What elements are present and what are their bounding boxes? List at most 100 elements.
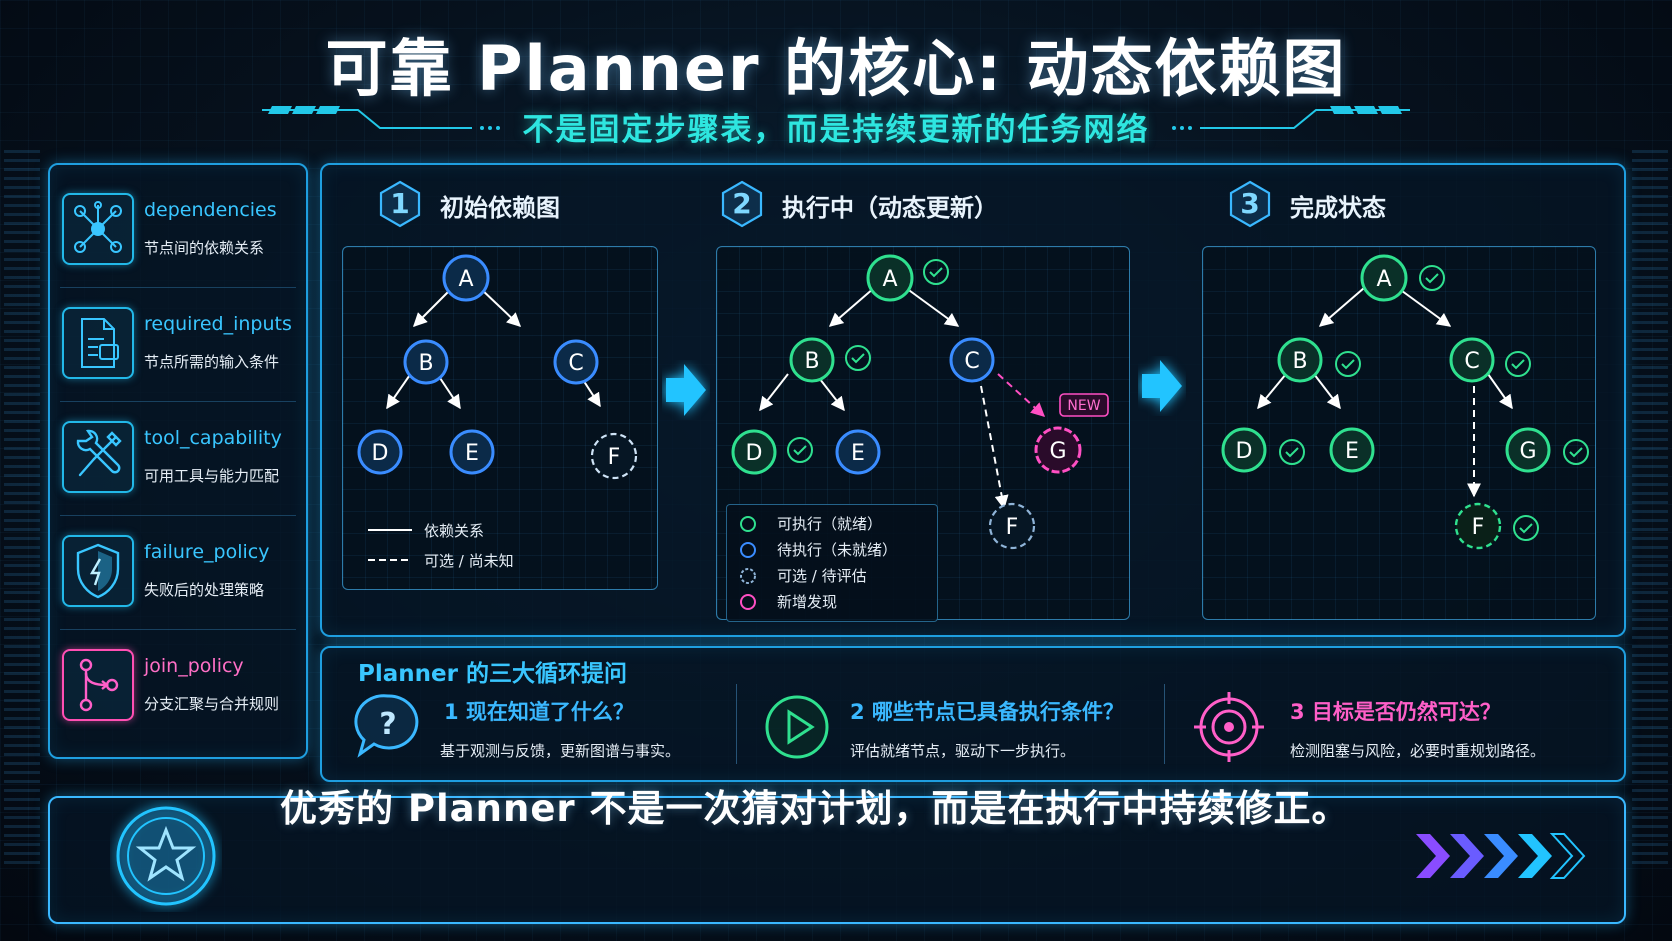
check-icon xyxy=(1513,515,1539,541)
sidebar-item-dependencies: dependencies 节点间的依赖关系 xyxy=(50,169,290,279)
svg-text:A: A xyxy=(458,267,473,292)
graph-node: A xyxy=(1360,254,1408,302)
target-icon xyxy=(1194,692,1264,762)
legend-dashed-label: 可选 / 尚未知 xyxy=(424,552,514,570)
graph-node: D xyxy=(731,429,777,475)
svg-text:NEW: NEW xyxy=(1067,398,1100,414)
graph-node: C xyxy=(1449,337,1495,383)
graph-node: A xyxy=(442,254,490,302)
step-2-number: 2 xyxy=(732,187,752,220)
svg-text:D: D xyxy=(746,441,763,466)
step-1-number: 1 xyxy=(390,187,410,220)
svg-text:A: A xyxy=(882,267,897,292)
svg-text:D: D xyxy=(1236,439,1253,464)
divider xyxy=(60,629,296,630)
sidebar-item-desc: 分支汇聚与合并规则 xyxy=(144,695,280,713)
arrow-right-icon xyxy=(1142,360,1182,412)
document-input-icon xyxy=(62,307,134,379)
svg-text:F: F xyxy=(608,445,621,470)
graph-node: F xyxy=(988,502,1036,550)
sidebar-item-key: join_policy xyxy=(144,655,244,677)
sidebar-item-key: failure_policy xyxy=(144,541,270,563)
graph-node: A xyxy=(866,254,914,302)
svg-text:E: E xyxy=(465,441,479,466)
right-decoration xyxy=(1632,150,1668,870)
graph-node: E xyxy=(835,429,881,475)
graph-3: A B C D E G F xyxy=(1221,254,1589,550)
graph-node: D xyxy=(1221,427,1267,473)
sidebar-item-required-inputs: required_inputs 节点所需的输入条件 xyxy=(50,283,292,393)
check-icon xyxy=(1563,439,1589,465)
svg-text:A: A xyxy=(1376,267,1391,292)
questions-title: Planner 的三大循环提问 xyxy=(358,661,627,687)
svg-text:C: C xyxy=(964,349,979,374)
sidebar-item-tool-capability: tool_capability 可用工具与能力匹配 xyxy=(50,397,290,507)
divider xyxy=(60,401,296,402)
check-icon xyxy=(1505,351,1531,377)
svg-text:D: D xyxy=(372,441,389,466)
footer-text: 优秀的 Planner 不是一次猜对计划，而是在执行中持续修正。 xyxy=(280,787,1350,830)
graph-node: E xyxy=(1329,427,1375,473)
star-badge-icon xyxy=(116,806,216,906)
graph-2: A B C D E G F NEW xyxy=(731,254,1109,550)
svg-text:C: C xyxy=(568,351,583,376)
check-icon xyxy=(1279,439,1305,465)
footer-banner xyxy=(48,796,1626,924)
sidebar-item-desc: 失败后的处理策略 xyxy=(144,581,265,599)
legend-solid-label: 依赖关系 xyxy=(424,522,484,540)
question-1-desc: 基于观测与反馈，更新图谱与事实。 xyxy=(440,742,681,760)
check-icon xyxy=(845,345,871,371)
sidebar-panel: dependencies 节点间的依赖关系 required_inputs 节点… xyxy=(48,163,308,759)
graph-node: C xyxy=(553,339,599,385)
network-nodes-icon xyxy=(62,193,134,265)
legend-markers xyxy=(740,516,756,610)
wrench-screwdriver-icon xyxy=(62,421,134,493)
graph-node: G xyxy=(1505,427,1551,473)
svg-text:G: G xyxy=(1049,439,1066,464)
svg-text:E: E xyxy=(851,441,865,466)
check-icon xyxy=(923,259,949,285)
step-3-hexagon xyxy=(1229,180,1271,228)
graph-node: F xyxy=(590,432,638,480)
sidebar-item-desc: 可用工具与能力匹配 xyxy=(144,467,280,485)
question-bubble-icon: ? xyxy=(354,694,419,758)
sidebar-item-desc: 节点所需的输入条件 xyxy=(144,353,280,371)
graph-1: A B C D E F 依赖关系 可选 / 尚未知 xyxy=(357,254,638,570)
questions-panel xyxy=(320,646,1626,782)
svg-text:G: G xyxy=(1519,439,1536,464)
legend-label: 待执行（未就绪） xyxy=(777,541,898,559)
divider xyxy=(60,287,296,288)
question-3-desc: 检测阻塞与风险，必要时重规划路径。 xyxy=(1290,742,1546,760)
new-badge: NEW xyxy=(1059,393,1109,417)
graph-node: B xyxy=(1277,337,1323,383)
svg-text:F: F xyxy=(1006,515,1019,540)
check-icon xyxy=(1335,351,1361,377)
svg-text:B: B xyxy=(1292,349,1307,374)
legend-label: 可执行（就绪） xyxy=(777,515,883,533)
play-icon xyxy=(765,695,829,759)
svg-text:B: B xyxy=(804,349,819,374)
step-3-number: 3 xyxy=(1240,187,1260,220)
graph-node: B xyxy=(789,337,835,383)
step-1-label: 初始依赖图 xyxy=(440,194,560,222)
legend-label: 新增发现 xyxy=(777,593,838,611)
graph-node: F xyxy=(1454,502,1502,550)
question-2-head: 2 哪些节点已具备执行条件？ xyxy=(850,700,1124,724)
page-subtitle: 不是固定步骤表，而是持续更新的任务网络 xyxy=(522,112,1150,148)
divider xyxy=(736,684,737,764)
graph-1-panel xyxy=(342,246,658,590)
check-icon xyxy=(1419,265,1445,291)
chevron-arrows-icon xyxy=(1416,833,1586,879)
svg-text:F: F xyxy=(1472,515,1485,540)
graph-node: B xyxy=(403,339,449,385)
graph-node: E xyxy=(449,429,495,475)
legend-label: 可选 / 待评估 xyxy=(777,567,867,585)
sidebar-item-failure-policy: failure_policy 失败后的处理策略 xyxy=(50,511,290,621)
left-decoration xyxy=(4,150,40,870)
step-2-label: 执行中（动态更新） xyxy=(782,194,998,222)
page-title: 可靠 Planner 的核心: 动态依赖图 xyxy=(325,32,1347,105)
header-decoration xyxy=(262,106,1410,130)
sidebar-item-key: tool_capability xyxy=(144,427,282,449)
graph-1-legend: 依赖关系 可选 / 尚未知 xyxy=(368,522,514,570)
question-1-head: 1 现在知道了什么？ xyxy=(444,700,634,724)
